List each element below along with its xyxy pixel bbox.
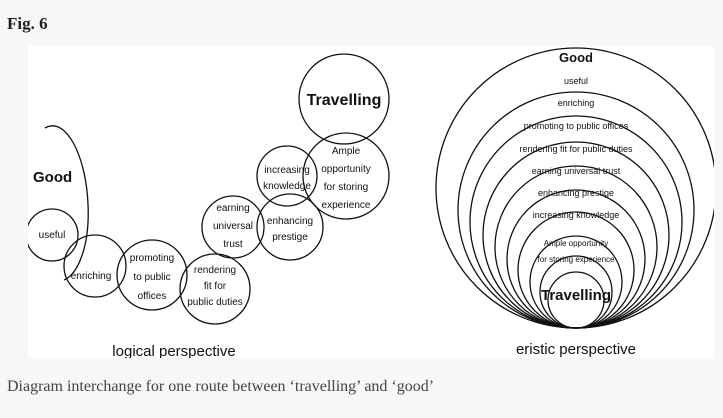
ring-label-knowledge: increasing knowledge <box>533 210 620 220</box>
circle-rendering <box>179 253 251 325</box>
circle-prestige <box>256 193 324 261</box>
good-label: Good <box>33 169 72 186</box>
ample-line4: experience <box>322 200 371 211</box>
circle-ample <box>302 132 390 220</box>
useful-label: useful <box>39 230 66 241</box>
eristic-perspective: Good useful enriching promoting to publi… <box>435 47 714 358</box>
logical-perspective: Good useful enriching promoting to publi… <box>28 53 390 358</box>
ample-line3: for storing <box>324 182 368 193</box>
figure-label: Fig. 6 <box>7 14 48 33</box>
ring-label-useful: useful <box>564 76 588 86</box>
prestige-line1: enhancing <box>267 216 313 227</box>
ring-label-prestige: enhancing prestige <box>538 188 614 198</box>
ample-line1-eristic: Ample opportunity <box>544 239 608 248</box>
knowledge-line2: knowledge <box>263 181 311 192</box>
promoting-line1: promoting <box>130 253 174 264</box>
ring-label-good: Good <box>559 50 593 65</box>
ample-line1: Ample <box>332 146 361 157</box>
prestige-line2: prestige <box>272 232 308 243</box>
good-arc <box>44 125 89 281</box>
circle-promoting <box>116 239 188 311</box>
earning-line3: trust <box>223 239 243 250</box>
diagram-panel: Good useful enriching promoting to publi… <box>28 46 714 358</box>
ring-label-rendering: rendering fit for public duties <box>519 144 633 154</box>
earning-line1: earning <box>216 203 249 214</box>
ring-knowledge <box>529 235 623 329</box>
ring-label-enriching: enriching <box>558 98 595 108</box>
circle-earning <box>201 195 265 259</box>
enriching-label: enriching <box>71 271 112 282</box>
ring-prestige <box>517 211 635 329</box>
figure-caption: Diagram interchange for one route betwee… <box>7 378 435 395</box>
promoting-line2: to public <box>133 272 170 283</box>
circle-travelling <box>298 53 390 145</box>
rendering-line1: rendering <box>194 265 236 276</box>
ring-label-earning: earning universal trust <box>532 166 621 176</box>
ring-label-promoting: promoting to public offices <box>524 121 629 131</box>
circle-enriching <box>63 234 127 298</box>
travelling-label: Travelling <box>307 92 382 109</box>
ample-line2-eristic: for storing experience <box>538 255 615 264</box>
circle-knowledge <box>256 145 318 207</box>
rendering-line2: fit for <box>204 281 227 292</box>
travelling-label-eristic: Travelling <box>541 287 611 304</box>
ample-line2: opportunity <box>321 164 370 175</box>
circle-useful <box>28 208 79 262</box>
logical-title: logical perspective <box>112 343 235 358</box>
earning-line2: universal <box>213 221 253 232</box>
ring-travelling <box>547 271 605 329</box>
eristic-title: eristic perspective <box>516 341 636 358</box>
knowledge-line1: increasing <box>264 165 310 176</box>
promoting-line3: offices <box>138 291 167 302</box>
diagram-svg: Good useful enriching promoting to publi… <box>28 47 714 358</box>
rendering-line3: public duties <box>187 297 243 308</box>
